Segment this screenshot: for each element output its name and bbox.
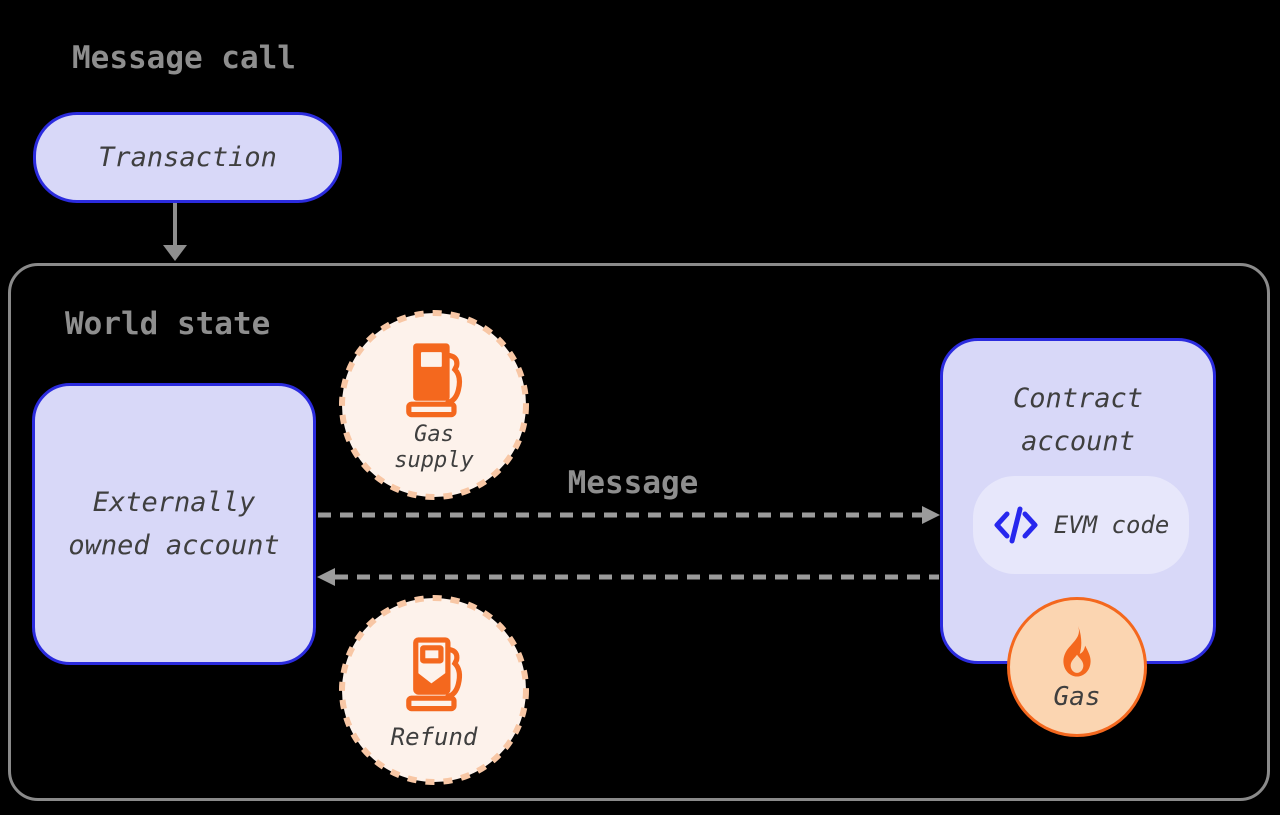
message-arrow-label: Message bbox=[567, 465, 699, 501]
flame-icon bbox=[1063, 625, 1091, 676]
refund-label: Refund bbox=[390, 723, 478, 751]
externally-owned-account-node: Externally owned account bbox=[32, 383, 316, 665]
evm-code-pill: EVM code bbox=[973, 476, 1189, 574]
gas-supply-badge: Gas supply bbox=[336, 307, 532, 503]
gas-label: Gas bbox=[1053, 681, 1101, 712]
dashed-arrow-left-icon bbox=[317, 568, 939, 586]
contract-label: Contract account bbox=[1012, 383, 1144, 457]
evm-code-label: EVM code bbox=[1053, 510, 1170, 539]
down-arrow-icon bbox=[163, 203, 187, 261]
world-state-title: World state bbox=[65, 306, 271, 342]
eoa-label: Externally owned account bbox=[68, 487, 280, 561]
fuel-pump-refund-icon bbox=[406, 637, 463, 712]
refund-content: Refund bbox=[390, 630, 478, 751]
fuel-pump-icon bbox=[406, 343, 463, 418]
refund-badge: Refund bbox=[336, 592, 532, 788]
gas-supply-content: Gas supply bbox=[394, 336, 474, 474]
transaction-label: Transaction bbox=[98, 142, 277, 173]
code-icon bbox=[994, 506, 1038, 544]
gas-supply-label: Gas supply bbox=[394, 422, 474, 473]
gas-badge: Gas bbox=[1007, 597, 1147, 737]
transaction-node: Transaction bbox=[33, 112, 342, 203]
world-state-container bbox=[8, 263, 1270, 801]
contract-account-node: Contract account EVM code bbox=[940, 338, 1216, 664]
dashed-arrow-right-icon bbox=[318, 506, 940, 524]
diagram-title: Message call bbox=[72, 40, 296, 76]
